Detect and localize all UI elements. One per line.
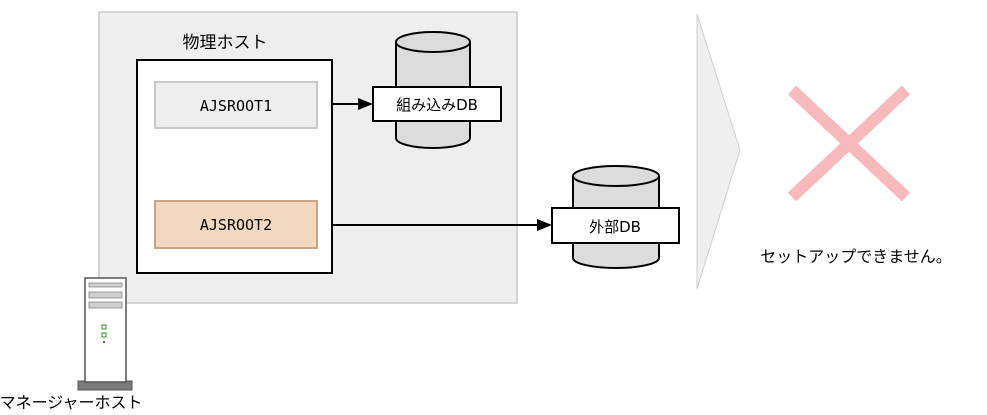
external-db-label-box xyxy=(551,207,680,244)
instance-ajsroot1-box xyxy=(154,81,318,129)
server-icon xyxy=(77,277,133,391)
manager-host-label: マネージャーホスト xyxy=(0,393,142,412)
instance-ajsroot2-box xyxy=(154,200,318,249)
physical-host-label: 物理ホスト xyxy=(183,33,268,53)
instance-ajsroot1-label: AJSROOT1 xyxy=(200,97,272,115)
arrow-head-external-db xyxy=(537,219,552,231)
arrow-head-embedded-db xyxy=(358,98,373,110)
embedded-db-label: 組み込みDB xyxy=(396,96,478,114)
cross-icon xyxy=(787,85,911,202)
result-chevron-arrow xyxy=(696,13,741,290)
embedded-db-label-box xyxy=(372,86,502,122)
external-db-label: 外部DB xyxy=(589,218,641,236)
instance-ajsroot2-label: AJSROOT2 xyxy=(200,216,272,234)
result-message: セットアップできません。 xyxy=(760,247,952,266)
